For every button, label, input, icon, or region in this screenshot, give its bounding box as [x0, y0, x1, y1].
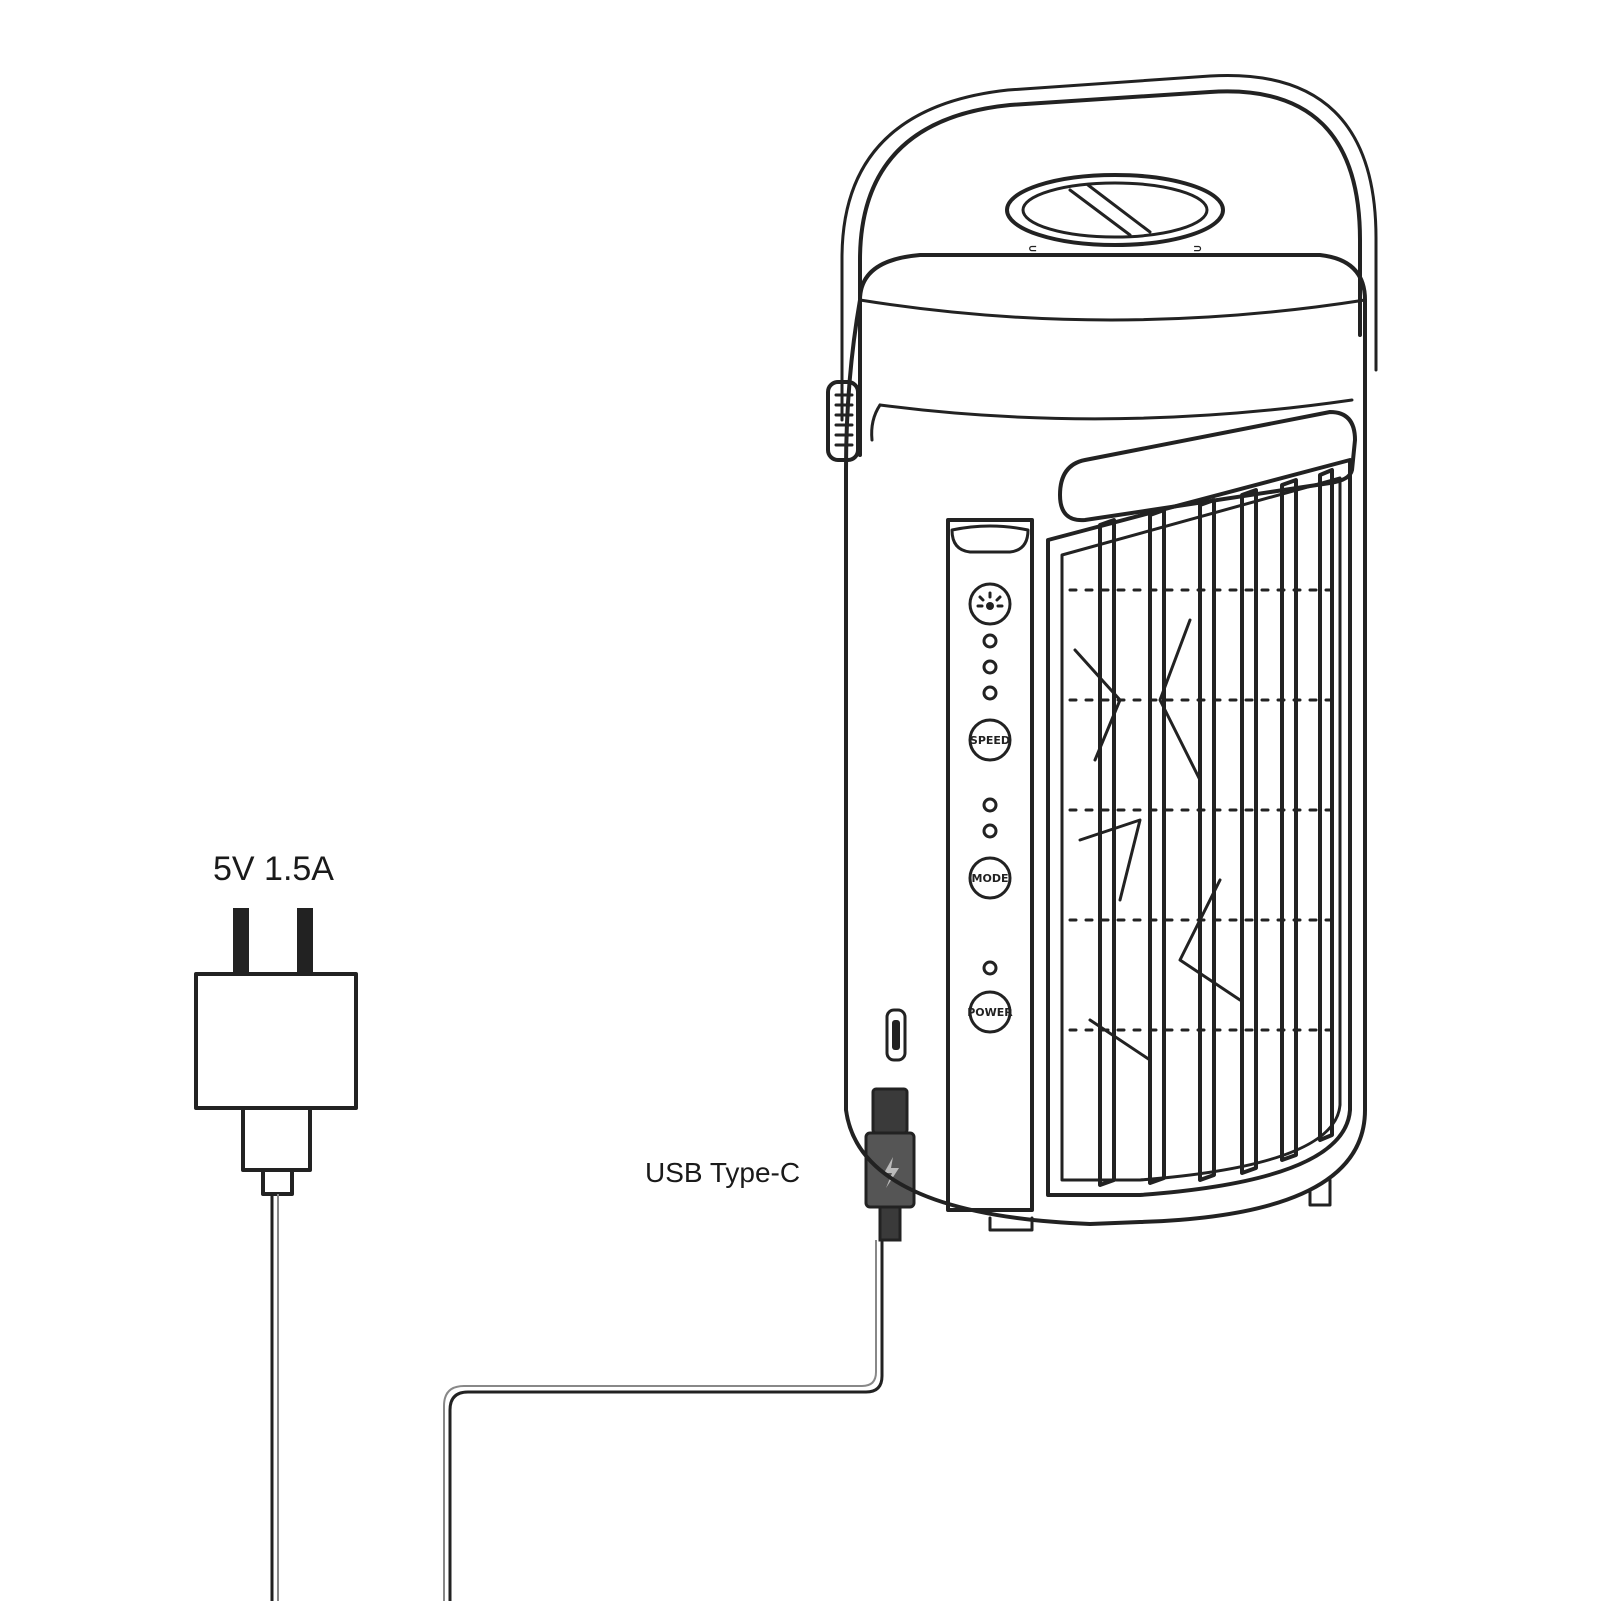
plug-prong-left: [233, 908, 249, 974]
speed-button[interactable]: SPEED: [968, 718, 1012, 762]
light-button[interactable]: [968, 582, 1012, 626]
inlet-lock-mark: ⊃: [1193, 242, 1202, 255]
adapter-usb-plug: [261, 1168, 294, 1196]
usb-c-strain-relief: [878, 1205, 902, 1242]
front-grille: [1046, 458, 1352, 1197]
light-indicator-3: [982, 685, 998, 701]
side-knob: [826, 380, 860, 462]
speed-button-label: SPEED: [970, 734, 1010, 747]
adapter-neck: [241, 1106, 312, 1172]
light-icon: [986, 602, 994, 610]
speed-indicator-2: [982, 823, 998, 839]
usb-c-tip: [871, 1087, 909, 1135]
power-adapter: [194, 908, 358, 1196]
speed-indicator-1: [982, 797, 998, 813]
connector-type-label: USB Type-C: [645, 1157, 800, 1188]
power-button-label: POWER: [967, 1006, 1013, 1019]
mode-button-label: MODE: [972, 872, 1009, 885]
cooler-body: [844, 253, 1367, 1226]
usb-c-connector: [864, 1087, 916, 1242]
louvers: [1098, 468, 1334, 1187]
light-indicator-1: [982, 633, 998, 649]
plug-prong-right: [297, 908, 313, 974]
base-foot: [988, 1216, 1034, 1232]
mode-button[interactable]: MODE: [968, 856, 1012, 900]
charging-bolt-icon: [884, 1157, 899, 1188]
control-panel: SPEED MODE POWER: [946, 518, 1034, 1212]
mode-indicator: [982, 960, 998, 976]
adapter-body: [194, 972, 358, 1110]
usb-c-port: [885, 1008, 907, 1062]
inlet-unlock-mark: ⊂: [1028, 242, 1037, 255]
usb-cable: [270, 1192, 884, 1601]
power-button[interactable]: POWER: [967, 990, 1013, 1034]
air-cooler: ⊂ ⊃ SPEED: [826, 73, 1378, 1232]
light-indicator-2: [982, 659, 998, 675]
adapter-rating-label: 5V 1.5A: [213, 850, 334, 888]
water-inlet: [1005, 173, 1225, 247]
carry-handle: [858, 89, 1362, 457]
